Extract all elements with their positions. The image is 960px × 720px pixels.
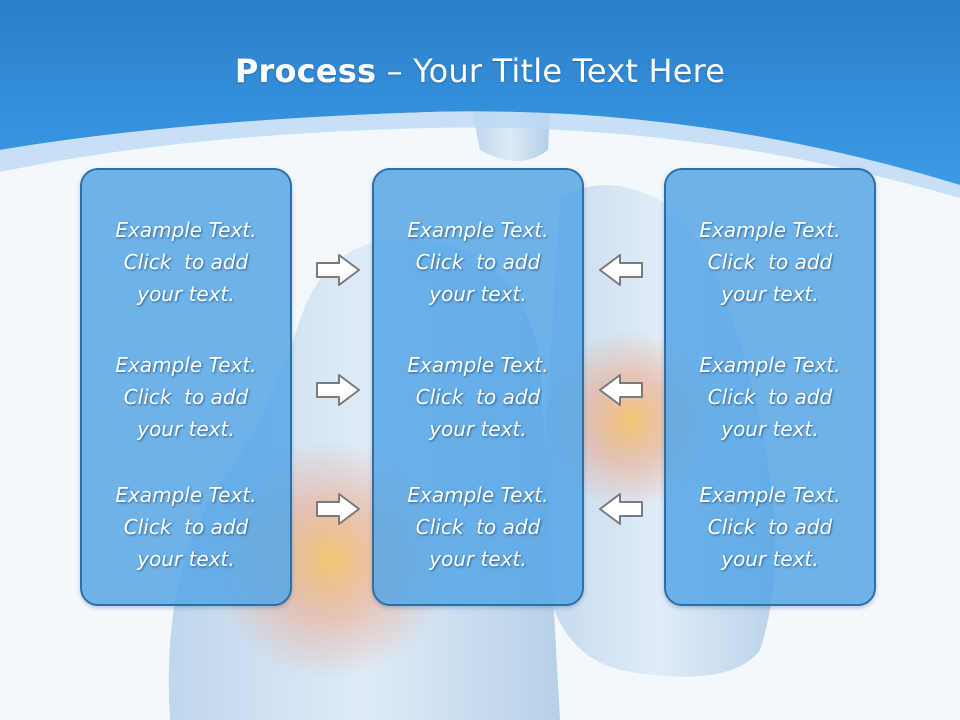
text-line: Example Text. xyxy=(115,353,257,377)
text-line: Click to add xyxy=(415,250,541,274)
text-line: Click to add xyxy=(415,515,541,539)
arrow-right-icon xyxy=(316,374,360,406)
text-block[interactable]: Example Text. Click to add your text. xyxy=(666,349,874,445)
text-line: your text. xyxy=(721,282,819,306)
arrow-right-icon xyxy=(316,254,360,286)
arrow-right-icon xyxy=(316,493,360,525)
header-curve-light xyxy=(0,111,960,198)
text-line: Example Text. xyxy=(115,218,257,242)
text-line: Click to add xyxy=(707,515,833,539)
text-line: your text. xyxy=(721,417,819,441)
text-line: Example Text. xyxy=(699,353,841,377)
text-block[interactable]: Example Text. Click to add your text. xyxy=(666,214,874,310)
center-text-panel[interactable]: Example Text. Click to add your text. Ex… xyxy=(372,168,584,606)
arrow-left-icon xyxy=(599,254,643,286)
title-bold-text: Process xyxy=(234,52,377,90)
text-block[interactable]: Example Text. Click to add your text. xyxy=(82,479,290,575)
text-block[interactable]: Example Text. Click to add your text. xyxy=(374,349,582,445)
text-line: your text. xyxy=(137,547,235,571)
text-line: your text. xyxy=(721,547,819,571)
text-line: Example Text. xyxy=(407,353,549,377)
text-line: Example Text. xyxy=(699,483,841,507)
text-line: Click to add xyxy=(707,250,833,274)
slide-title: Process – Your Title Text Here xyxy=(0,52,960,90)
left-text-panel[interactable]: Example Text. Click to add your text. Ex… xyxy=(80,168,292,606)
right-text-panel[interactable]: Example Text. Click to add your text. Ex… xyxy=(664,168,876,606)
header-band xyxy=(0,0,960,185)
text-line: Click to add xyxy=(415,385,541,409)
text-block[interactable]: Example Text. Click to add your text. xyxy=(82,214,290,310)
text-block[interactable]: Example Text. Click to add your text. xyxy=(374,479,582,575)
text-line: your text. xyxy=(137,417,235,441)
text-line: Click to add xyxy=(707,385,833,409)
text-line: Click to add xyxy=(123,250,249,274)
text-line: your text. xyxy=(429,547,527,571)
arrow-left-icon xyxy=(599,374,643,406)
text-line: Click to add xyxy=(123,385,249,409)
text-line: Example Text. xyxy=(407,483,549,507)
title-rest-text: – Your Title Text Here xyxy=(376,52,726,90)
text-line: your text. xyxy=(137,282,235,306)
text-line: Example Text. xyxy=(699,218,841,242)
text-line: Example Text. xyxy=(115,483,257,507)
text-line: Click to add xyxy=(123,515,249,539)
text-line: your text. xyxy=(429,282,527,306)
text-line: your text. xyxy=(429,417,527,441)
text-block[interactable]: Example Text. Click to add your text. xyxy=(374,214,582,310)
text-line: Example Text. xyxy=(407,218,549,242)
text-block[interactable]: Example Text. Click to add your text. xyxy=(82,349,290,445)
arrow-left-icon xyxy=(599,493,643,525)
text-block[interactable]: Example Text. Click to add your text. xyxy=(666,479,874,575)
